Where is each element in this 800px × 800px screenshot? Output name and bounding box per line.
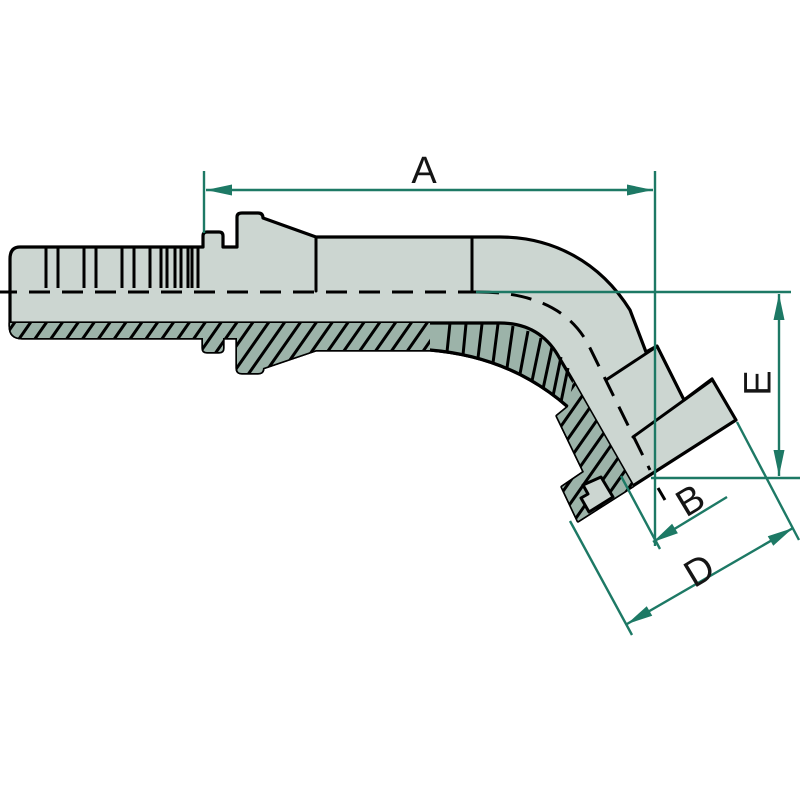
dimension-e [476,290,800,480]
dimension-d-line [626,526,794,626]
hose-barb-grooves [44,247,200,288]
bore-notch [579,475,615,514]
dimension-e-arrow-top [773,294,785,320]
dimension-e-label: E [737,370,779,395]
bend-hatch-ticks [445,322,570,403]
dimension-b [619,475,728,550]
dimension-b-arrow [653,523,678,542]
dimension-d-arrow-right [767,528,793,546]
dimension-a-label: A [411,150,437,192]
dimension-a-arrow-left [206,184,232,196]
dimension-e-arrow-bottom [773,450,785,476]
body-detail-lines [314,235,714,439]
dimension-d [568,421,800,636]
hatch-flange-section [557,381,633,521]
fitting-body [0,211,738,523]
dimension-a [202,171,657,546]
section-hatch-band [8,321,635,523]
dimension-b-label: B [669,477,712,526]
dimension-d-arrow-left [627,606,653,624]
dimension-b-ext [619,475,662,550]
dimension-d-ext-right [735,421,800,541]
dimension-d-ext-left [568,520,634,636]
hatch-straight-section [10,323,430,373]
dimension-d-label: D [677,546,722,596]
dimension-a-arrow-right [627,184,653,196]
